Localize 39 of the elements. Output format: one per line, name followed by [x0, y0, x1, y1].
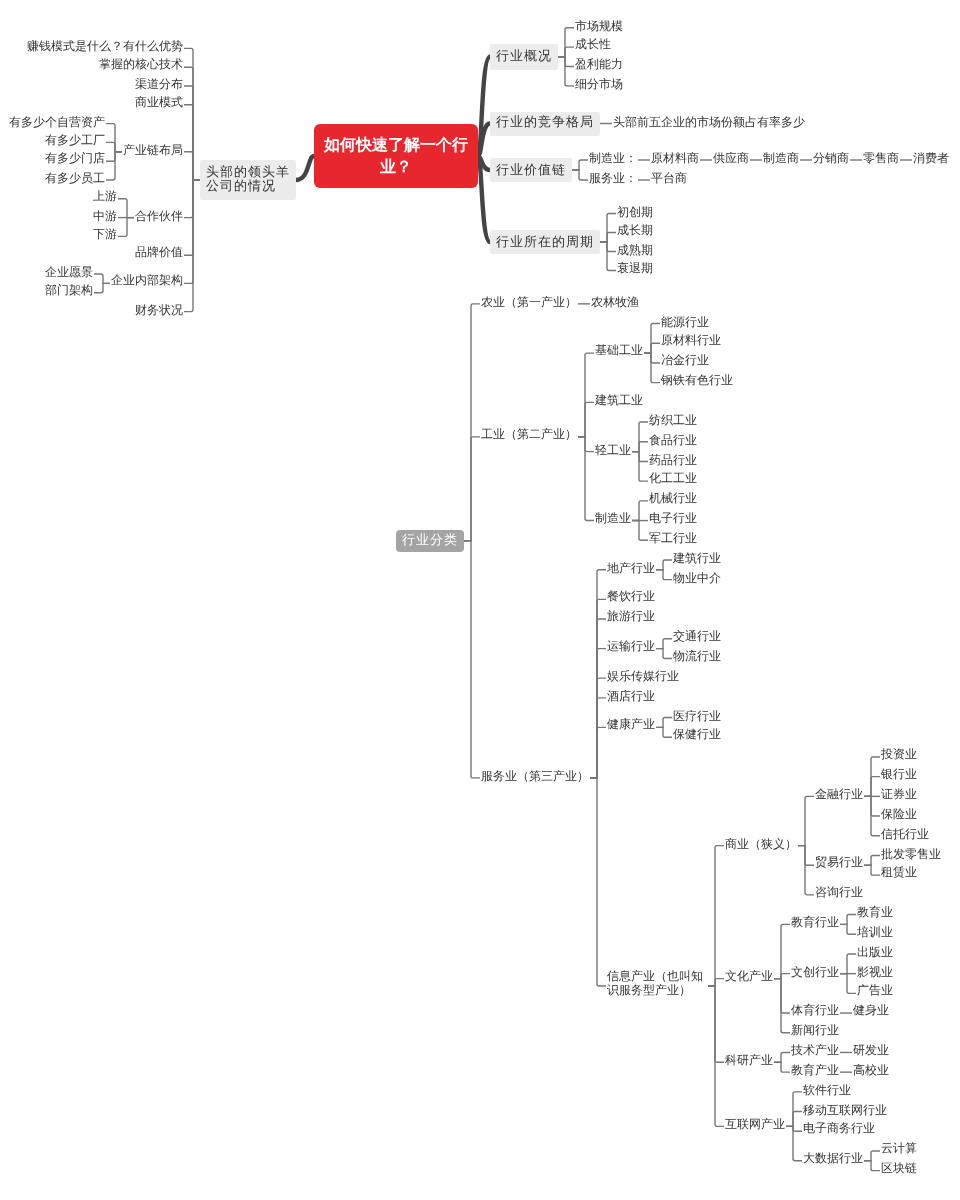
connector-line [571, 169, 589, 181]
connector-line [799, 159, 813, 161]
connector-line [839, 972, 857, 995]
connector-line [637, 159, 651, 161]
connector-line [631, 519, 649, 541]
connector-line [183, 179, 201, 313]
connector-line [655, 647, 673, 660]
connector-line [577, 303, 591, 305]
connector-line [476, 154, 491, 173]
connector-line [839, 1012, 853, 1014]
connector-line [577, 436, 595, 522]
connector-line [899, 159, 913, 161]
connector-line [637, 179, 651, 181]
connector-line [839, 923, 857, 935]
connector-line [105, 151, 123, 181]
connector-line [863, 864, 881, 876]
connector-line [773, 977, 791, 1034]
connector-line [839, 1051, 853, 1054]
connector-line [749, 159, 763, 161]
connector-line [655, 569, 673, 581]
connector-line [863, 1160, 881, 1172]
connector-line [655, 726, 673, 738]
connector-line [839, 1071, 853, 1073]
connector-line [797, 844, 815, 896]
connector-line [93, 282, 111, 294]
connector-line [643, 352, 661, 384]
connector-line [631, 450, 649, 482]
connector-line [557, 56, 575, 87]
connector-line [699, 159, 713, 161]
connector-line [295, 154, 316, 183]
central-topic-box: 如何快速了解一个行业？ [314, 124, 478, 189]
connector-line [849, 159, 863, 161]
connector-line [863, 795, 881, 837]
connector-line [117, 216, 135, 238]
connector-line [785, 1125, 803, 1162]
connector-line [475, 155, 492, 244]
connector-line [599, 241, 617, 272]
connector-line [476, 121, 491, 158]
connector-line [773, 1061, 791, 1073]
